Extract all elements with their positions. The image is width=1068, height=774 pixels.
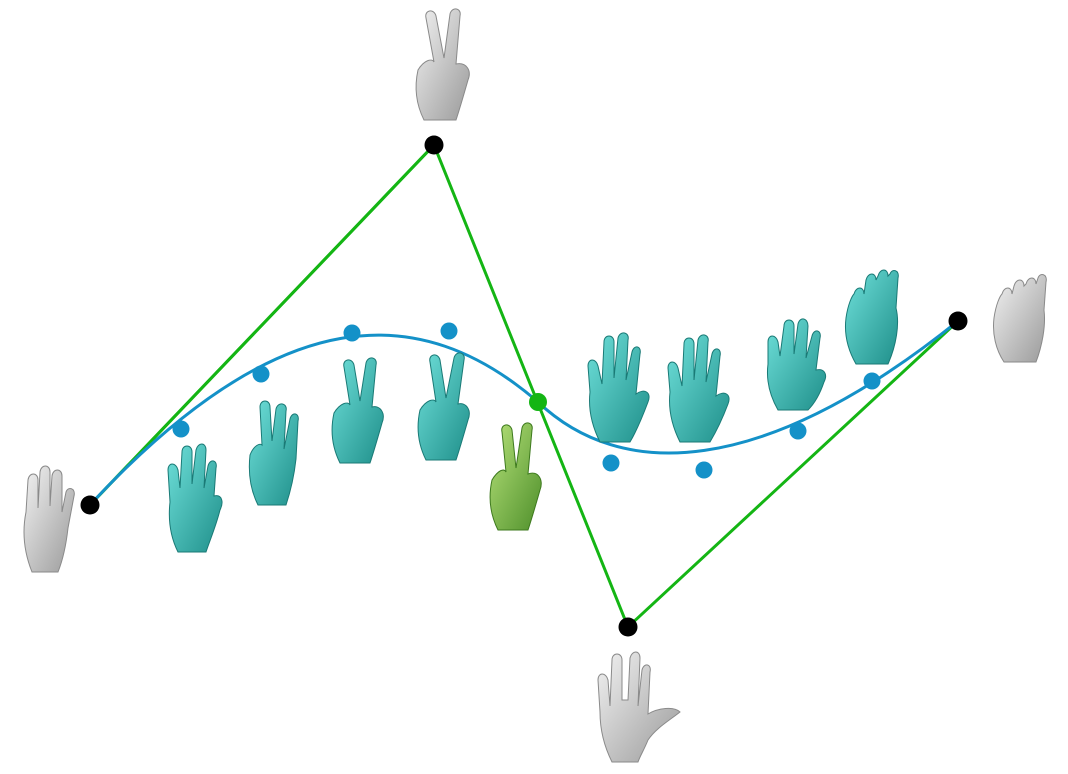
- curve-sample-point: [252, 365, 270, 383]
- curled-fingers-icon: [993, 274, 1047, 363]
- curve-sample-point: [863, 372, 881, 390]
- control-point: [618, 617, 638, 637]
- curve-sample-point: [440, 322, 458, 340]
- curve-sample-point: [695, 461, 713, 479]
- vulcan-salute-icon: [597, 651, 681, 763]
- interpolated-hand: [587, 332, 650, 443]
- curve-sample-point: [789, 422, 807, 440]
- control-polygon: [88, 142, 960, 630]
- interpolated-hand: [767, 318, 827, 411]
- interpolated-hand: [417, 352, 470, 461]
- control-point: [80, 495, 100, 515]
- interpolated-hand: [167, 443, 223, 553]
- control-line-left: [88, 143, 436, 507]
- control-point: [948, 311, 968, 331]
- curve-sample-point: [602, 454, 620, 472]
- control-point: [424, 135, 444, 155]
- control-points: [80, 135, 968, 637]
- interpolated-hand: [667, 334, 730, 443]
- highlighted-sample-point: [529, 393, 547, 411]
- highlighted-hand: [489, 422, 542, 531]
- interpolated-hand: [331, 357, 384, 464]
- interpolated-hand: [845, 269, 899, 365]
- curve-sample-point: [343, 324, 361, 342]
- curve-samples: [172, 322, 881, 479]
- curve-sample-point: [172, 420, 190, 438]
- open-hand-icon: [23, 465, 75, 573]
- peace-sign-icon: [415, 8, 470, 121]
- interpolated-hand: [248, 400, 299, 506]
